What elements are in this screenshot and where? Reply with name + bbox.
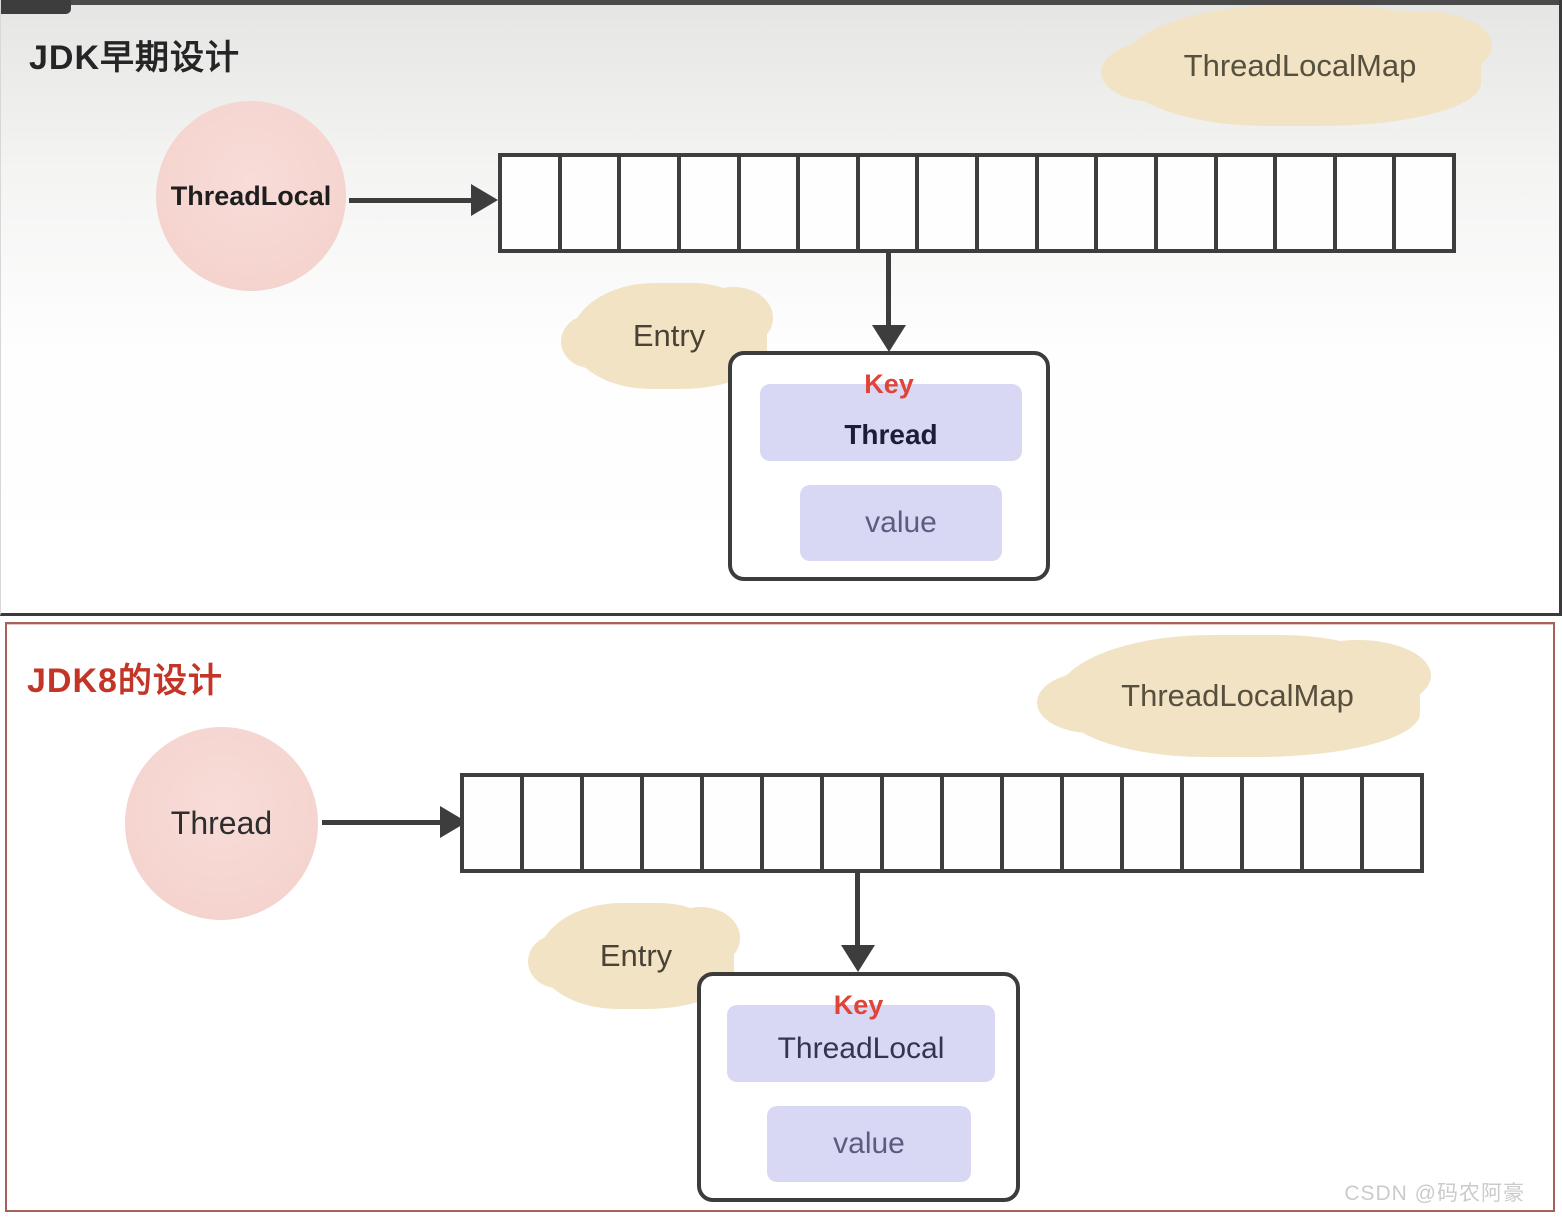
entry-key-value-box: ThreadLocal [727,1005,995,1082]
array-cell [621,157,681,249]
array-cell [919,157,979,249]
arrow-head [841,945,875,972]
threadlocalmap-cloud: ThreadLocalMap [1100,6,1492,126]
arrow-head [471,184,498,216]
arrow-head [872,325,906,352]
entry-cloud: Entry [528,903,740,1009]
hash-array [460,773,1424,873]
entry-value-box: value [767,1106,971,1182]
array-cell [859,157,920,249]
array-cell [680,157,741,249]
jdk8-panel: JDK8的设计 Thread ThreadLocalMap Entry Key … [5,622,1555,1212]
arrow-shaft [322,820,442,825]
array-cell [464,777,524,869]
threadlocalmap-label: ThreadLocalMap [1183,48,1417,83]
threadlocal-node-label: ThreadLocal [170,180,332,211]
entry-cloud: Entry [561,283,773,389]
array-cell [584,777,644,869]
array-cell [1396,157,1452,249]
array-cell [944,777,1004,869]
entry-box: Key Thread value [728,351,1050,581]
top-left-corner-block [1,0,71,14]
down-arrow-icon [872,253,906,352]
array-cell [1064,777,1124,869]
top-edge-strip [1,0,1559,5]
arrow-shaft [349,198,473,203]
array-cell [1004,777,1064,869]
right-arrow-icon [349,184,498,216]
hash-array [498,153,1456,253]
threadlocalmap-label: ThreadLocalMap [1121,678,1354,713]
entry-key-value-box: Thread [760,384,1022,461]
down-arrow-icon [841,873,875,972]
array-cell [824,777,884,869]
array-cell [1244,777,1304,869]
array-cell [740,157,801,249]
array-cell [764,777,824,869]
array-cell [884,777,944,869]
array-cell [704,777,764,869]
thread-node-label: Thread [170,805,273,841]
panel-title-jdk8: JDK8的设计 [27,662,223,700]
threadlocalmap-cloud: ThreadLocalMap [1036,635,1431,757]
jdk-early-panel: JDK早期设计 ThreadLocal ThreadLocalMap Entry… [0,0,1562,616]
array-cell [1277,157,1337,249]
arrow-shaft [855,873,860,947]
array-cell [1304,777,1364,869]
array-cell [1124,777,1184,869]
array-cell [1038,157,1099,249]
entry-box: Key ThreadLocal value [697,972,1020,1202]
array-cell [1364,777,1420,869]
array-cell [1217,157,1278,249]
array-cell [1184,777,1244,869]
arrow-shaft [886,253,891,327]
array-cell [644,777,704,869]
array-cell [979,157,1039,249]
array-cell [1157,157,1218,249]
array-cell [561,157,622,249]
array-cell [1098,157,1158,249]
entry-value-box: value [800,485,1002,561]
panel-title-jdk-early: JDK早期设计 [29,39,241,77]
entry-label: Entry [632,318,706,353]
watermark: CSDN @码农阿豪 [1344,1182,1525,1205]
array-cell [524,777,584,869]
entry-key-label: Key [833,990,884,1020]
entry-key-label: Key [864,369,914,399]
entry-label: Entry [599,938,673,973]
right-arrow-icon [322,806,467,838]
array-cell [800,157,860,249]
array-cell [1336,157,1397,249]
thread-node: Thread [125,727,318,920]
array-cell [502,157,562,249]
threadlocal-node: ThreadLocal [156,101,346,291]
